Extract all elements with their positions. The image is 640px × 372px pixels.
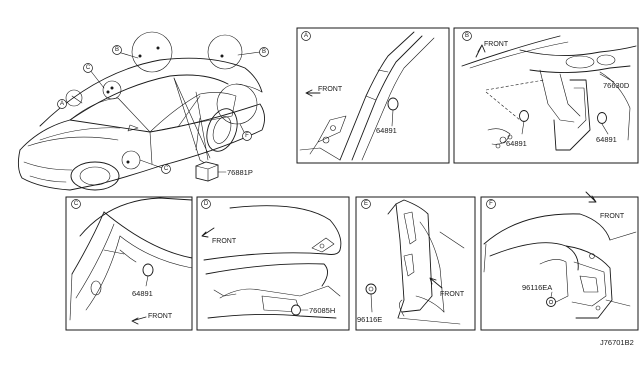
panel-e-tag: E — [364, 201, 368, 207]
detail-circle-b1 — [131, 31, 173, 73]
panel-a-part-64891: 64891 — [376, 126, 397, 135]
callout-c-top: C — [83, 63, 93, 73]
callout-c-bottom: C — [161, 164, 171, 174]
panel-c-part-64891: 64891 — [132, 289, 153, 298]
panel-b-front-label: FRONT — [484, 41, 509, 48]
callout-f: F — [242, 131, 252, 141]
detail-circles — [65, 31, 258, 170]
panel-c-tag: C — [74, 201, 79, 207]
detail-circle-a — [65, 89, 83, 107]
callout-b-left-label: B — [115, 47, 119, 53]
panel-d-front-label: FRONT — [212, 238, 237, 245]
panel-f-part-96116ea: 96116EA — [522, 283, 552, 292]
part-76881p: 76881P — [195, 161, 253, 182]
callout-b-right: B — [259, 47, 269, 57]
panel-a-front-label: FRONT — [318, 86, 343, 93]
panel-e: E FRONT 96116E — [355, 196, 476, 331]
detail-circle-f — [216, 83, 258, 125]
panel-a: A FRONT 64891 — [296, 27, 450, 164]
panel-d: D FRONT 76085H — [196, 196, 350, 331]
panel-b-tag: B — [465, 33, 469, 39]
panel-c: C 64891 FRONT — [65, 196, 193, 331]
panel-d-part-76085h: 76085H — [309, 306, 335, 315]
panel-b-part-64891-right: 64891 — [596, 135, 617, 144]
callout-f-label: F — [245, 133, 249, 139]
callout-b-left: B — [112, 45, 122, 55]
panel-f-front-label: FRONT — [600, 213, 625, 220]
detail-circle-c2 — [121, 150, 141, 170]
panel-b-part-76630d: 76630D — [603, 81, 630, 90]
detail-circle-b2 — [207, 34, 243, 70]
panel-d-tag: D — [204, 201, 209, 207]
panel-e-front-label: FRONT — [440, 291, 465, 298]
car-overview — [17, 57, 265, 191]
panel-a-tag: A — [304, 33, 308, 39]
panel-c-front-label: FRONT — [148, 313, 173, 320]
panel-f: F FRONT 96116EA — [480, 191, 639, 331]
panel-b: B FRONT 76630D 64891 64891 — [453, 27, 639, 164]
callout-a-label: A — [60, 101, 64, 107]
callout-c-bottom-label: C — [164, 166, 169, 172]
callout-a: A — [57, 99, 67, 109]
panel-f-tag: F — [489, 201, 493, 207]
callout-c-top-label: C — [86, 65, 91, 71]
panel-e-part-96116e: 96116E — [357, 315, 382, 324]
detail-circle-c1 — [102, 80, 122, 100]
panel-b-part-64891-left: 64891 — [506, 139, 527, 148]
part-label-76881p: 76881P — [227, 168, 253, 177]
diagram-id: J76701B2 — [600, 338, 634, 347]
callout-b-right-label: B — [262, 49, 266, 55]
